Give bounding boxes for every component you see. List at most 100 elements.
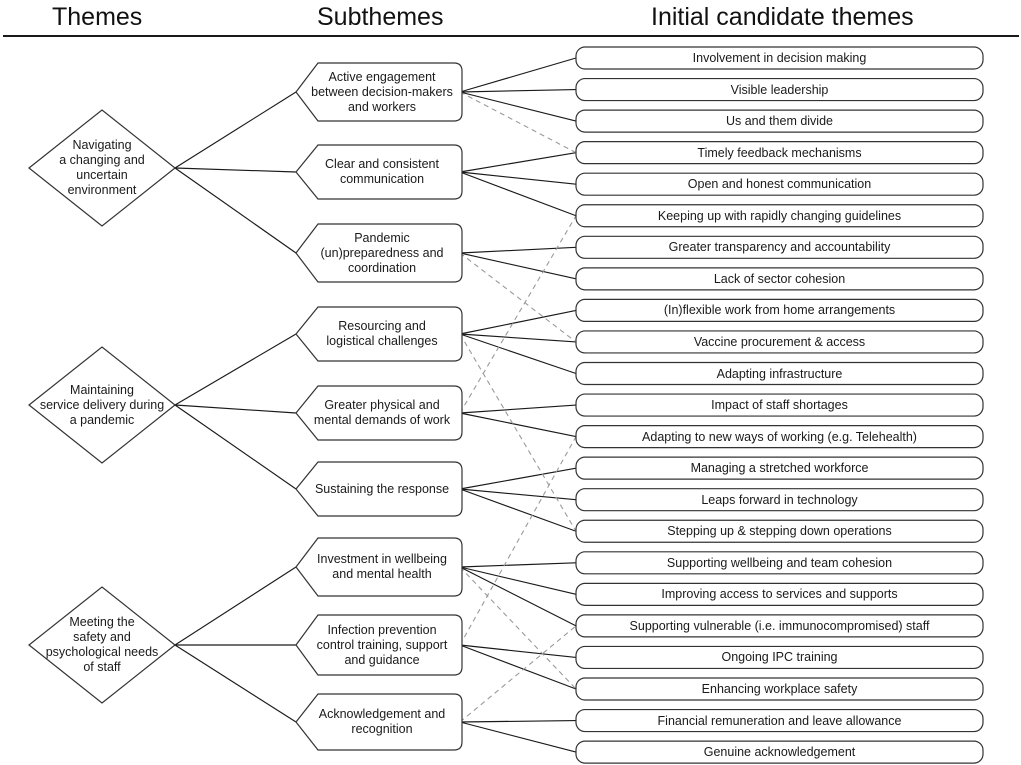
subtheme-candidate-connector xyxy=(459,412,577,438)
header-candidate-themes: Initial candidate themes xyxy=(651,3,914,31)
candidate-theme-label: Enhancing workplace safety xyxy=(701,682,858,696)
header-subthemes: Subthemes xyxy=(317,3,444,31)
candidate-theme-box xyxy=(575,582,984,606)
candidate-theme-label: Financial remuneration and leave allowan… xyxy=(657,713,902,728)
subtheme-candidate-connector xyxy=(459,246,577,254)
theme-subtheme-connector xyxy=(174,91,297,169)
candidate-theme-box xyxy=(575,235,984,259)
candidate-theme-box xyxy=(575,204,984,228)
subtheme-candidate-connector xyxy=(459,91,577,122)
subtheme-candidate-connector xyxy=(459,252,577,280)
subtheme-candidate-connector xyxy=(459,404,577,414)
subtheme-candidate-connector xyxy=(459,719,577,723)
theme-diamond xyxy=(28,586,176,704)
candidate-theme-box xyxy=(575,109,984,133)
candidate-theme-label: Adapting infrastructure xyxy=(716,366,843,381)
theme-diamond xyxy=(28,346,176,464)
subtheme-candidate-connector xyxy=(459,152,577,173)
candidate-theme-label: Impact of staff shortages xyxy=(711,398,848,413)
candidate-theme-box xyxy=(575,172,984,196)
candidate-theme-label: Supporting wellbeing and team cohesion xyxy=(666,555,893,570)
candidate-theme-label: Supporting vulnerable (i.e. immunocompro… xyxy=(629,618,930,633)
subtheme-candidate-connector xyxy=(459,333,577,375)
candidate-theme-box xyxy=(575,677,984,701)
theme-subtheme-connector xyxy=(174,644,297,723)
candidate-theme-label: Involvement in decision making xyxy=(692,51,867,65)
subtheme-box xyxy=(295,537,463,597)
subtheme-candidate-secondary-connector xyxy=(459,566,577,690)
subtheme-candidate-connector xyxy=(459,644,577,659)
candidate-theme-box xyxy=(575,393,984,417)
candidate-theme-label: Leaps forward in technology xyxy=(701,492,858,507)
theme-subtheme-connector xyxy=(174,404,297,490)
subtheme-candidate-connector xyxy=(459,57,577,93)
subtheme-candidate-connector xyxy=(459,488,577,532)
candidate-theme-label: (In)flexible work from home arrangements xyxy=(663,303,896,318)
candidate-theme-box xyxy=(575,614,984,638)
candidate-theme-box xyxy=(575,519,984,543)
subtheme-candidate-connector xyxy=(459,309,577,335)
subtheme-candidate-connector xyxy=(459,171,577,217)
subtheme-candidate-secondary-connector xyxy=(459,215,577,414)
subtheme-candidate-secondary-connector xyxy=(459,91,577,154)
subtheme-label: Sustaining the response xyxy=(314,481,450,496)
candidate-theme-box xyxy=(575,267,984,291)
candidate-theme-label: Genuine acknowledgement xyxy=(703,745,856,760)
subtheme-candidate-connector xyxy=(459,333,577,343)
candidate-theme-label: Stepping up & stepping down operations xyxy=(667,524,892,539)
subtheme-candidate-connector xyxy=(459,566,577,595)
candidate-theme-label: Timely feedback mechanisms xyxy=(697,145,862,160)
header-rule xyxy=(3,35,1019,37)
subtheme-box xyxy=(295,385,463,441)
candidate-theme-box xyxy=(575,488,984,512)
subtheme-candidate-connector xyxy=(459,644,577,690)
candidate-theme-box xyxy=(575,298,984,322)
candidate-theme-label: Adapting to new ways of working (e.g. Te… xyxy=(642,429,917,444)
candidate-theme-box xyxy=(575,330,984,354)
subtheme-box xyxy=(295,461,463,517)
candidate-theme-label: Improving access to services and support… xyxy=(661,587,898,602)
subtheme-candidate-secondary-connector xyxy=(459,436,577,646)
candidate-theme-label: Keeping up with rapidly changing guideli… xyxy=(657,208,902,223)
subtheme-box xyxy=(295,614,463,676)
candidate-theme-box xyxy=(575,425,984,449)
candidate-theme-label: Visible leadership xyxy=(730,82,829,97)
candidate-theme-label: Us and them divide xyxy=(725,114,833,129)
candidate-theme-box xyxy=(575,77,984,102)
header-themes: Themes xyxy=(52,3,143,31)
theme-subtheme-connector xyxy=(174,404,297,414)
subtheme-box xyxy=(295,62,463,122)
subtheme-box xyxy=(295,144,463,200)
subtheme-box xyxy=(295,306,463,362)
subtheme-candidate-connector xyxy=(459,721,577,753)
theme-subtheme-connector xyxy=(174,333,297,406)
candidate-theme-label: Ongoing IPC training xyxy=(721,650,838,665)
candidate-theme-box xyxy=(575,740,984,764)
candidate-theme-box xyxy=(575,456,984,480)
subtheme-box xyxy=(295,223,463,283)
candidate-theme-box xyxy=(575,708,984,733)
candidate-theme-label: Open and honest communication xyxy=(687,177,872,192)
subtheme-candidate-connector xyxy=(459,566,577,627)
subtheme-candidate-connector xyxy=(459,88,577,93)
subtheme-candidate-secondary-connector xyxy=(459,625,577,723)
subtheme-candidate-connector xyxy=(459,171,577,185)
theme-subtheme-connector xyxy=(174,167,297,173)
candidate-theme-label: Managing a stretched workforce xyxy=(690,461,869,476)
theme-subtheme-connector xyxy=(174,566,297,646)
subtheme-candidate-secondary-connector xyxy=(459,333,577,532)
subtheme-candidate-connector xyxy=(459,467,577,490)
candidate-theme-box xyxy=(575,141,984,165)
subtheme-candidate-connector xyxy=(459,488,577,501)
